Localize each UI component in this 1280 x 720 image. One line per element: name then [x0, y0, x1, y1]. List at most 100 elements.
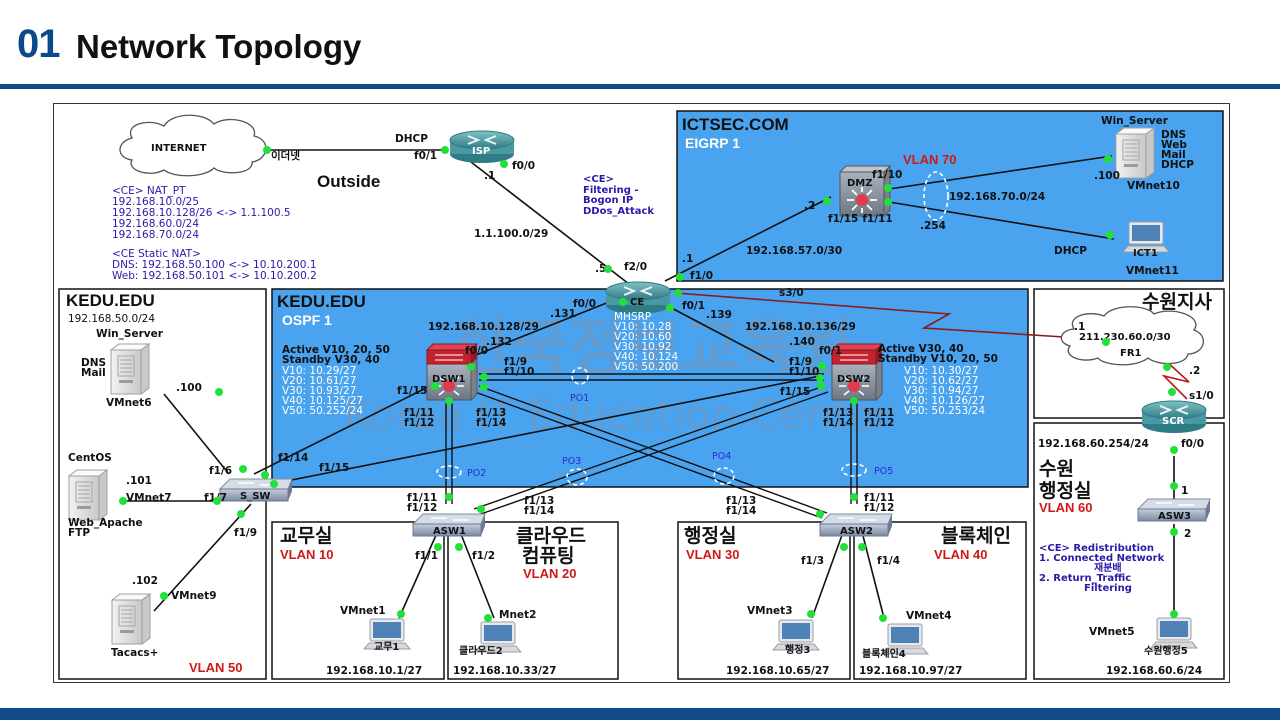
internet-cloud: INTERNET — [119, 114, 267, 177]
suwon-pc-name: 수원행정5 — [1144, 644, 1188, 657]
server2-vmnet: VMnet7 — [126, 492, 172, 504]
svg-text:행정3: 행정3 — [785, 643, 810, 656]
svg-text:블록체인4: 블록체인4 — [862, 647, 906, 660]
server1-service-dns: DNS — [81, 357, 106, 369]
vlan70-subnet: 192.168.70.0/24 — [949, 191, 1045, 203]
zone-room-3 — [677, 521, 851, 680]
asw1-f114: f1/14 — [524, 505, 554, 517]
svg-text:1. Connected Network: 1. Connected Network — [1039, 553, 1165, 564]
asw2-f13: f1/3 — [801, 555, 824, 567]
slide-header: 01 Network Topology — [0, 0, 1280, 90]
dsw1-f112: f1/12 — [404, 417, 434, 429]
dsw1-standby: Standby V30, 40 — [282, 354, 380, 366]
room-4: 블록체인 VLAN 40 VMnet4 블록체인4 192.168.10.97/… — [859, 525, 1011, 677]
svg-text:V20: 10.60: V20: 10.60 — [614, 331, 671, 343]
kedu-core-domain: KEDU.EDU — [277, 292, 366, 311]
isp-router[interactable]: ISP — [449, 130, 515, 164]
kedu-left-vlan: VLAN 50 — [189, 660, 242, 675]
dsw1-ip: .132 — [486, 336, 512, 348]
zone-room-1 — [271, 521, 445, 680]
dsw1-switch[interactable]: DSW1 — [426, 343, 478, 401]
svg-text:Filtering -: Filtering - — [583, 185, 639, 196]
asw1-f12: f1/2 — [472, 550, 495, 562]
dsw1-active: Active V10, 20, 50 — [282, 344, 390, 356]
suwon-pc[interactable] — [1150, 617, 1198, 649]
ce-label: CE — [630, 297, 644, 308]
svg-text:DNS: 192.168.50.100 <-> 10.10.: DNS: 192.168.50.100 <-> 10.10.200.1 — [112, 259, 317, 271]
asw3-port2: 2 — [1184, 528, 1191, 540]
dsw2-svi-list: V10: 10.30/27 V20: 10.62/27 V30: 10.94/2… — [904, 365, 985, 417]
asw2-f111: f1/11 — [864, 492, 894, 504]
ce-dmz-subnet: 192.168.57.0/30 — [746, 245, 842, 257]
internet-iface-label: 이더넷 — [271, 149, 300, 162]
kedu-centos-server[interactable] — [68, 469, 108, 521]
server1-ip: .100 — [176, 382, 202, 394]
kedu-win-server[interactable] — [110, 343, 150, 395]
po5-label: PO5 — [874, 466, 893, 477]
ce-f01-ip: .139 — [706, 309, 732, 321]
dsw1-label: DSW1 — [432, 374, 466, 385]
dsw2-f113: f1/13 — [823, 407, 853, 419]
dsw1-f110: f1/10 — [504, 366, 534, 378]
asw3-switch[interactable]: ASW3 — [1137, 498, 1211, 522]
slide-footer-bar — [0, 708, 1280, 720]
filtering-note: <CE> Filtering - Bogon IP DDos_Attack — [583, 174, 654, 217]
kedu-left-subnet: 192.168.50.0/24 — [68, 313, 155, 325]
ce-f20-ip: .5 — [595, 263, 606, 275]
asw3-label: ASW3 — [1158, 511, 1191, 522]
ictsec-protocol: EIGRP 1 — [685, 135, 740, 151]
svg-text:클라우드2: 클라우드2 — [459, 644, 503, 657]
svg-text:V30: 10.94/27: V30: 10.94/27 — [904, 385, 978, 397]
svg-text:192.168.60.0/24: 192.168.60.0/24 — [112, 218, 199, 230]
page-title: Network Topology — [76, 28, 362, 65]
dsw2-f110: f1/10 — [789, 366, 819, 378]
asw1-f113: f1/13 — [524, 495, 554, 507]
asw2-switch[interactable]: ASW2 — [819, 513, 893, 537]
isp-f01-label: f0/1 — [414, 150, 437, 162]
dsw2-switch[interactable]: DSW2 — [831, 343, 883, 401]
isp-label: ISP — [472, 146, 490, 157]
suwon-office-name-2: 행정실 — [1039, 480, 1091, 502]
suwon-pc-ip: 192.168.60.6/24 — [1106, 665, 1202, 677]
s-sw-switch[interactable]: S_SW — [219, 478, 293, 502]
ictsec-domain: ICTSEC.COM — [682, 115, 789, 134]
svg-text:192.168.10.97/27: 192.168.10.97/27 — [859, 665, 962, 677]
dsw2-subnet: 192.168.10.136/29 — [745, 321, 856, 333]
scr-router[interactable]: SCR — [1141, 400, 1207, 434]
svg-text:V40: 10.126/27: V40: 10.126/27 — [904, 395, 985, 407]
kedu-tacacs-server[interactable] — [111, 593, 151, 645]
svg-text:V50: 50.252/24: V50: 50.252/24 — [282, 405, 363, 417]
asw2-f114: f1/14 — [726, 505, 756, 517]
po4-label: PO4 — [712, 451, 731, 462]
server1-name: Win_Server — [96, 328, 164, 340]
dsw1-f00: f0/0 — [465, 345, 488, 357]
dsw2-f19: f1/9 — [789, 356, 812, 368]
s-sw-f115: f1/15 — [319, 462, 349, 474]
dsw2-label: DSW2 — [837, 374, 871, 385]
isp-dhcp-label: DHCP — [395, 133, 428, 145]
svg-text:V40: 10.125/27: V40: 10.125/27 — [282, 395, 363, 407]
ictsec-win-server[interactable] — [1115, 127, 1155, 179]
network-topology-diagram: 한국정보교육원 Korea IT Education Center — [53, 103, 1230, 683]
svg-text:V50: 50.200: V50: 50.200 — [614, 361, 678, 373]
svg-text:192.168.10.0/25: 192.168.10.0/25 — [112, 196, 199, 208]
ictsec-service-dhcp: DHCP — [1161, 159, 1194, 171]
isp-f00-label: f0/0 — [512, 160, 535, 172]
s-sw-f114: f1/14 — [278, 452, 308, 464]
asw1-switch[interactable]: ASW1 — [412, 513, 486, 537]
asw1-f11: f1/1 — [415, 550, 438, 562]
svg-text:V20: 10.62/27: V20: 10.62/27 — [904, 375, 978, 387]
server2-service-web: Web_Apache — [68, 517, 143, 529]
room-3: 행정실 VLAN 30 VMnet3 행정3 192.168.10.65/27 — [684, 525, 829, 677]
dsw2-ip: .140 — [789, 336, 815, 348]
section-number: 01 — [17, 22, 60, 66]
svg-text:<CE>: <CE> — [583, 174, 614, 185]
server3-ip: .102 — [132, 575, 158, 587]
svg-text:Web: 192.168.50.101 <-> 10.10.: Web: 192.168.50.101 <-> 10.10.200.2 — [112, 270, 317, 282]
ce-router[interactable]: CE — [605, 281, 671, 315]
static-nat-note: <CE Static NAT> DNS: 192.168.50.100 <-> … — [112, 248, 317, 282]
svg-text:V10: 10.29/27: V10: 10.29/27 — [282, 365, 356, 377]
dsw1-subnet: 192.168.10.128/29 — [428, 321, 539, 333]
dmz-switch[interactable]: DMZ — [839, 165, 891, 217]
s-sw-f16: f1/6 — [209, 465, 232, 477]
